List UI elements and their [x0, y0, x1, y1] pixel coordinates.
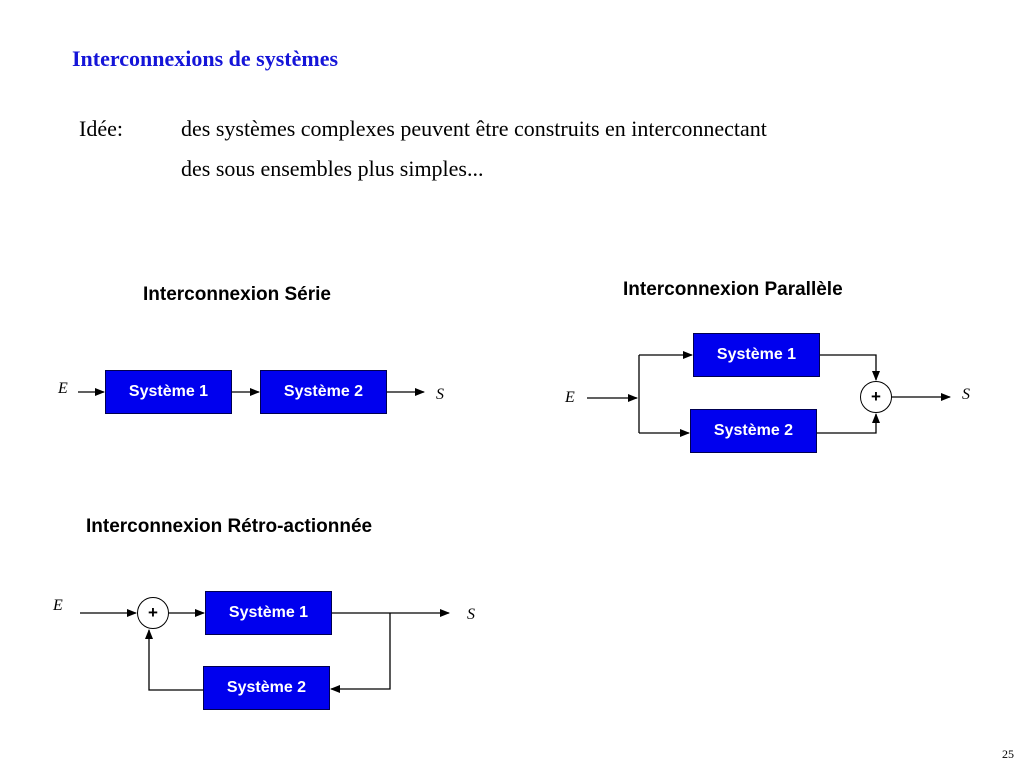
- idea-label: Idée:: [79, 116, 123, 141]
- page-number: 25: [1002, 747, 1014, 761]
- retro-input-label: E: [53, 597, 63, 614]
- retro-system-2-block: Système 2: [203, 666, 330, 710]
- parallel-output-label: S: [962, 386, 970, 403]
- parallel-sys1-to-summer: [820, 354, 880, 381]
- retro-summing-junction: +: [137, 597, 169, 629]
- parallel-section-title: Interconnexion Parallèle: [623, 279, 843, 300]
- retro-sys2-to-summer: [145, 629, 203, 691]
- retro-system-1-block: Système 1: [205, 591, 332, 635]
- parallel-input-label: E: [565, 389, 575, 406]
- serie-system-2-block: Système 2: [260, 370, 387, 414]
- serie-system-1-block: Système 1: [105, 370, 232, 414]
- parallel-summing-junction: +: [860, 381, 892, 413]
- idea-text-line-1: des systèmes complexes peuvent être cons…: [181, 116, 767, 141]
- parallel-sys2-to-summer: [817, 413, 880, 434]
- serie-section-title: Interconnexion Série: [143, 284, 331, 305]
- retro-output-label: S: [467, 606, 475, 623]
- parallel-system-2-block: Système 2: [690, 409, 817, 453]
- slide-title: Interconnexions de systèmes: [72, 46, 339, 71]
- serie-output-label: S: [436, 386, 444, 403]
- retro-feedback-to-sys2: [330, 613, 391, 693]
- retro-section-title: Interconnexion Rétro-actionnée: [86, 516, 373, 537]
- idea-text-line-2: des sous ensembles plus simples...: [181, 156, 484, 181]
- serie-input-label: E: [58, 380, 68, 397]
- parallel-system-1-block: Système 1: [693, 333, 820, 377]
